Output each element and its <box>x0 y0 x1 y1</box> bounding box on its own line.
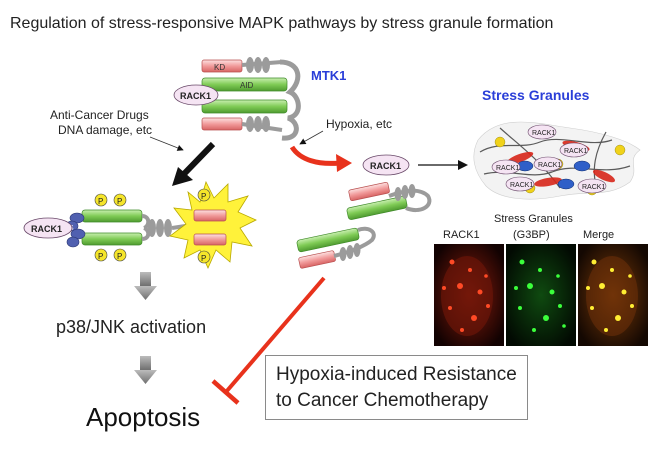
activation-burst <box>169 180 257 269</box>
mtk1-kd-label: KD <box>214 63 225 72</box>
rack1-to-sg-arrow <box>418 160 468 170</box>
resistance-line1: Hypoxia-induced Resistance <box>276 364 517 385</box>
dissociated-green-1 <box>346 196 408 220</box>
stress-granule-illustration: RACK1 RACK1 RACK1 RACK1 RACK1 RACK1 <box>473 121 641 200</box>
svg-text:P: P <box>117 197 122 206</box>
mtk1-inactive: KD AID RACK1 <box>173 57 301 141</box>
rack1-label-active: RACK1 <box>31 224 62 234</box>
svg-text:RACK1: RACK1 <box>564 148 587 155</box>
svg-text:P: P <box>201 192 206 201</box>
stimulus-right: Hypoxia, etc <box>326 117 392 131</box>
mtk1-kd-domain <box>201 59 243 73</box>
mtk1-red-domain-2 <box>201 117 243 131</box>
hypoxia-arrow <box>289 145 352 172</box>
micrograph-merge <box>578 244 648 346</box>
svg-text:P: P <box>117 252 122 261</box>
svg-text:RACK1: RACK1 <box>510 182 533 189</box>
mtk1-active: 4S RACK1 P P P P P P <box>23 180 257 269</box>
micrograph-g3bp <box>506 244 576 346</box>
rack1-oval-active <box>23 217 73 239</box>
svg-text:P: P <box>98 197 103 206</box>
phospho-p6: P <box>197 250 211 264</box>
mtk1-aid-domain <box>201 77 288 92</box>
stimulus-right-pointer <box>299 130 324 145</box>
dissociated-green-2 <box>296 227 360 253</box>
gray-arrow-1 <box>134 272 157 300</box>
mtk1-title: MTK1 <box>311 68 346 83</box>
mtk1-aid-label: AID <box>240 81 254 90</box>
ser-4s-blobs <box>65 212 86 248</box>
activation-arrow <box>172 141 216 186</box>
rack1-oval-free <box>362 154 410 176</box>
mtk1-dissociated <box>296 181 432 269</box>
dissociated-red-2 <box>298 250 336 269</box>
svg-text:RACK1: RACK1 <box>538 162 561 169</box>
rack1-oval-top <box>173 84 219 106</box>
stimulus-left-line2: DNA damage, etc <box>58 123 152 137</box>
figure-title: Regulation of stress-responsive MAPK pat… <box>10 15 553 32</box>
micrograph-label-rack1: RACK1 <box>443 229 480 241</box>
svg-text:P: P <box>98 252 103 261</box>
active-kd-2 <box>193 233 227 246</box>
mtk1-backbone-loop <box>279 59 301 141</box>
svg-text:P: P <box>201 254 206 263</box>
active-green-1 <box>81 209 143 223</box>
resistance-line2: to Cancer Chemotherapy <box>276 390 489 411</box>
stress-granules-title: Stress Granules <box>482 87 590 103</box>
phospho-p2: P <box>113 193 127 207</box>
phospho-p4: P <box>113 248 127 262</box>
phospho-p3: P <box>94 248 108 262</box>
svg-text:RACK1: RACK1 <box>532 130 555 137</box>
inhibition-line <box>211 276 326 405</box>
phospho-p1: P <box>94 193 108 207</box>
active-kd-1 <box>193 209 227 222</box>
resistance-box: Hypoxia-induced Resistance to Cancer Che… <box>265 355 528 420</box>
phospho-p5: P <box>197 188 211 202</box>
micrograph-label-g3bp: (G3BP) <box>513 229 550 241</box>
phospho-sites: P P P P P P <box>94 188 211 264</box>
stimulus-left-pointer <box>149 136 184 151</box>
gray-arrow-2 <box>134 356 157 384</box>
dissociated-red-1 <box>348 181 390 202</box>
micrograph-rack1 <box>434 244 504 346</box>
apoptosis-label: Apoptosis <box>86 402 200 432</box>
stimulus-left-line1: Anti-Cancer Drugs <box>50 108 149 122</box>
active-coil <box>148 219 172 237</box>
mtk1-green-domain-2 <box>201 99 288 114</box>
active-green-2 <box>81 232 143 246</box>
sg-rack1-ovals: RACK1 RACK1 RACK1 RACK1 RACK1 RACK1 <box>491 124 607 194</box>
rack1-label-top: RACK1 <box>180 91 211 101</box>
p38-jnk-label: p38/JNK activation <box>56 317 206 337</box>
micrograph-caption: Stress Granules <box>494 213 573 225</box>
svg-text:RACK1: RACK1 <box>582 184 605 191</box>
rack1-label-free: RACK1 <box>370 161 401 171</box>
micrograph-label-merge: Merge <box>583 229 614 241</box>
svg-text:RACK1: RACK1 <box>496 165 519 172</box>
